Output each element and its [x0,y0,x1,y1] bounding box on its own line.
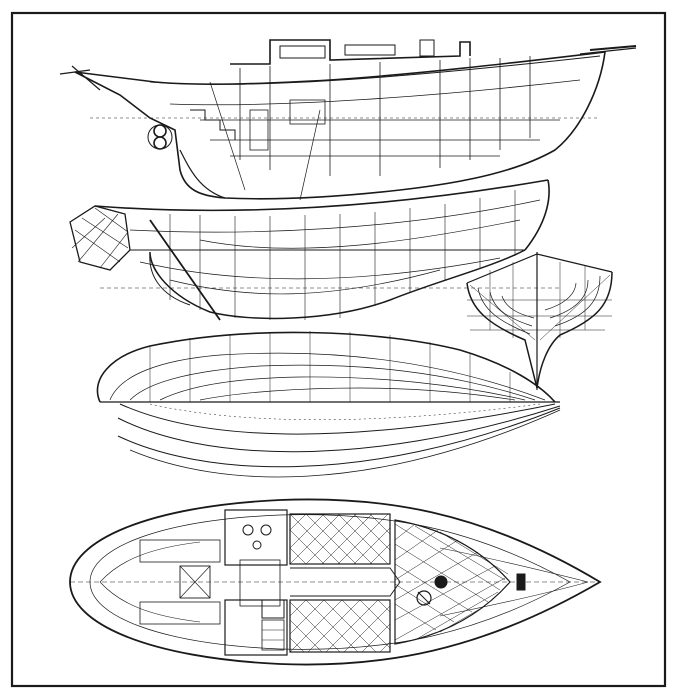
drawing-frame [10,11,667,688]
propeller-icon [153,124,167,138]
inboard-profile-view [59,39,637,201]
body-plan-view [466,252,613,390]
half-breadth-view [96,331,561,478]
saloon-berth-starboard [289,599,391,653]
accommodation-plan-view [69,498,602,666]
mast-icon [434,575,448,589]
stove-burner-icon [242,524,254,536]
lines-profile-view [69,179,560,321]
forecabin-berth [394,519,511,645]
saloon-berth-port [289,513,391,565]
